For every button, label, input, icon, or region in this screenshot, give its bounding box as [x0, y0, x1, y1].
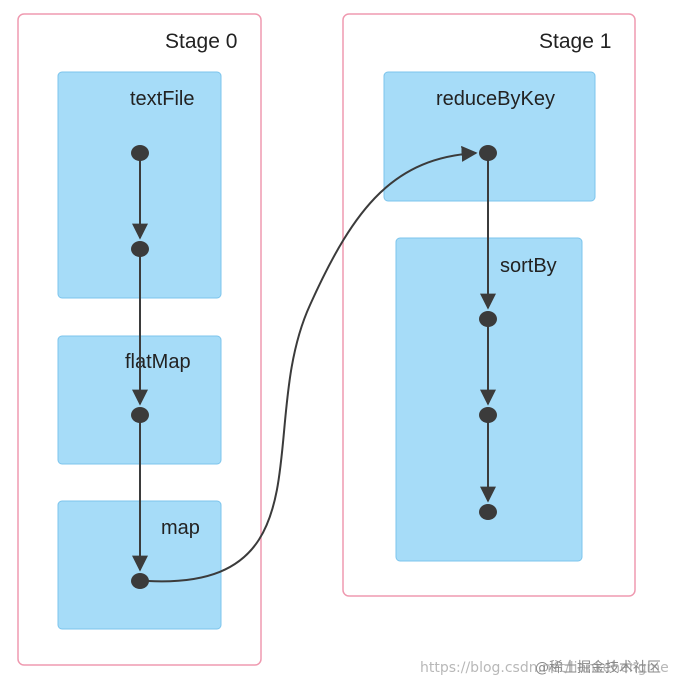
rdd-label-sortby: sortBy: [500, 255, 557, 277]
nodes: [131, 145, 497, 589]
edge-shuffle-map-reducebykey: [147, 145, 478, 583]
node-flatmap: [131, 407, 149, 423]
edges: [132, 145, 496, 583]
node-textfile-1: [131, 145, 149, 161]
rdd-label-reducebykey: reduceByKey: [436, 88, 555, 110]
rdd-label-map: map: [161, 517, 200, 539]
rdd-label-flatmap: flatMap: [125, 351, 191, 373]
node-sortby-2: [479, 407, 497, 423]
stage-0-title: Stage 0: [165, 30, 237, 53]
stage-1-title: Stage 1: [539, 30, 611, 53]
node-reducebykey: [479, 145, 497, 161]
node-sortby-3: [479, 504, 497, 520]
watermark-brand: @稀土掘金技术社区: [535, 660, 661, 676]
stage-1-box: [342, 13, 636, 597]
stage-0-box: [17, 13, 262, 666]
watermark-url: https://blog.csdn.net/liankehengme: [420, 660, 669, 676]
node-sortby-1: [479, 311, 497, 327]
node-textfile-2: [131, 241, 149, 257]
rdd-label-textfile: textFile: [130, 88, 194, 110]
node-map: [131, 573, 149, 589]
rdd-box-reducebykey: [383, 71, 596, 202]
